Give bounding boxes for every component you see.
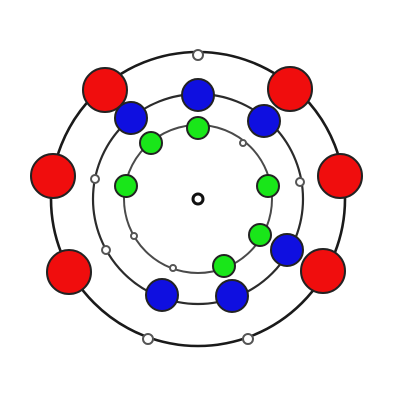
red-circle-icon-1 xyxy=(82,67,128,113)
hollow-marker-icon-1 xyxy=(90,174,100,184)
hollow-marker-icon-3 xyxy=(101,245,111,255)
hollow-marker-icon-1 xyxy=(192,49,204,61)
hollow-marker-icon-2 xyxy=(295,177,305,187)
red-circle-icon-2 xyxy=(267,66,313,112)
blue-circle-icon-1 xyxy=(181,78,215,112)
green-circle-icon-3 xyxy=(114,174,138,198)
blue-circle-icon-2 xyxy=(114,101,148,135)
center-layer xyxy=(191,192,205,206)
red-circle-icon-3 xyxy=(30,153,76,199)
red-circle-icon-5 xyxy=(46,249,92,295)
blue-circle-icon-6 xyxy=(215,279,249,313)
blue-circle-icon-5 xyxy=(145,278,179,312)
small-marker-icon-2 xyxy=(130,232,138,240)
markers-layer xyxy=(90,49,305,345)
green-circle-icon-5 xyxy=(248,223,272,247)
green-circle-icon-1 xyxy=(186,116,210,140)
green-circle-icon-6 xyxy=(212,254,236,278)
red-circle-icon-6 xyxy=(300,248,346,294)
hollow-marker-icon-2 xyxy=(142,333,154,345)
small-marker-icon-1 xyxy=(239,139,247,147)
blue-circle-icon-4 xyxy=(270,233,304,267)
small-marker-icon-3 xyxy=(169,264,177,272)
nodes-layer xyxy=(30,66,363,313)
hollow-marker-icon-3 xyxy=(242,333,254,345)
blue-circle-icon-3 xyxy=(247,104,281,138)
nucleus-dot-icon xyxy=(191,192,205,206)
green-circle-icon-4 xyxy=(256,174,280,198)
red-circle-icon-4 xyxy=(317,153,363,199)
green-circle-icon-2 xyxy=(139,131,163,155)
